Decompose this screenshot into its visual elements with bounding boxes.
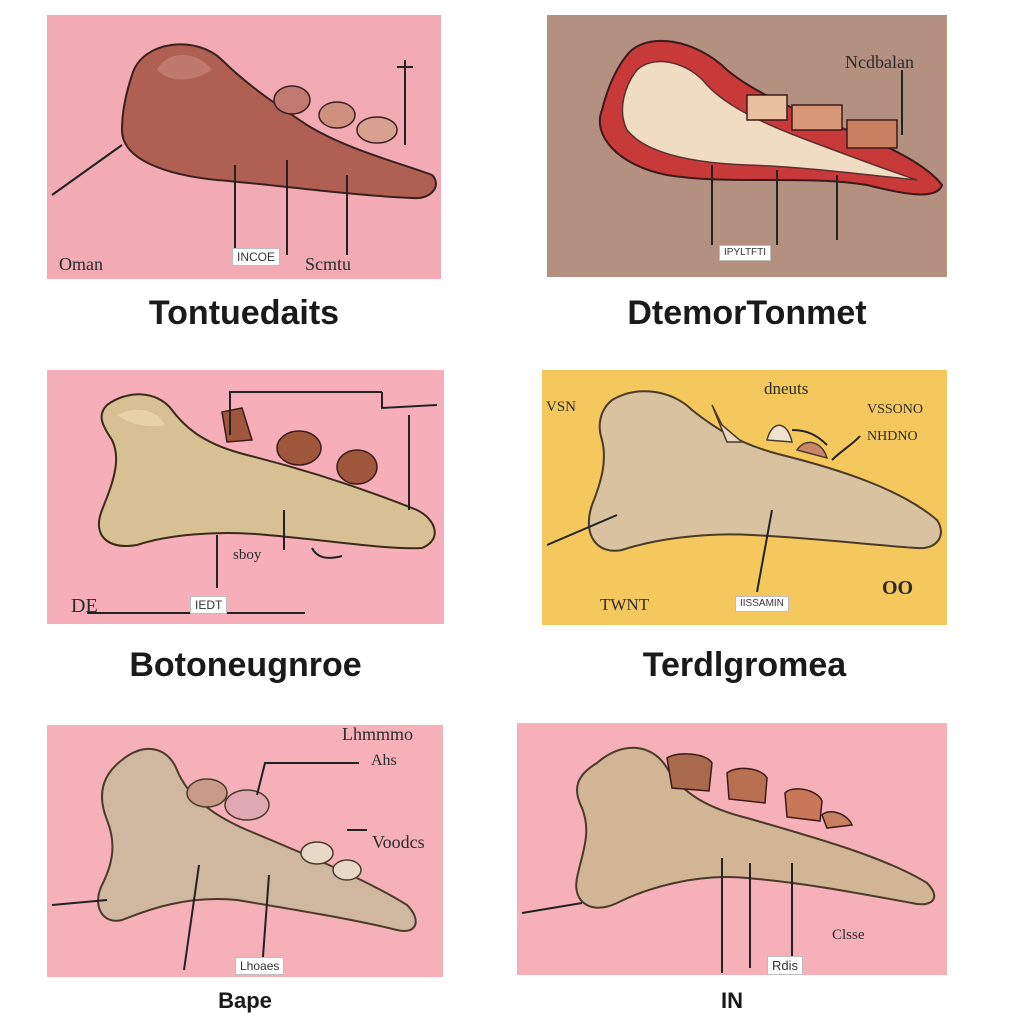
- panel-3: DE IEDT sboy: [47, 370, 444, 624]
- label-box: INCOE: [232, 248, 281, 266]
- label-box: IEDT: [190, 596, 228, 614]
- caption-panel-2: DtemorTonmet: [627, 294, 867, 332]
- caption-panel-6: IN: [721, 988, 743, 1013]
- label-right: Clsse: [832, 927, 865, 943]
- label-top-mid: dneuts: [764, 379, 809, 398]
- label-mid: sboy: [233, 547, 262, 563]
- label-top-left: VSN: [546, 399, 577, 415]
- panel-4: VSN dneuts VSSONO NHDNO TWNT IISSAMIN OO: [542, 370, 947, 625]
- panel-1: Oman INCOE Scmtu: [47, 15, 441, 279]
- caption-panel-4: Terdlgromea: [642, 646, 847, 684]
- caption-panel-5: Bape: [218, 988, 272, 1013]
- jaw-cross-section-illustration: [598, 39, 944, 245]
- label-box: Lhoaes: [235, 957, 285, 975]
- label-right-1: VSSONO: [867, 402, 924, 417]
- label-bottom-right: OO: [882, 577, 914, 599]
- label-mid: Ahs: [371, 752, 397, 769]
- tongue-illustration: [51, 43, 437, 255]
- label-top-right: Lhmmmo: [342, 725, 413, 744]
- label-right: Scmtu: [305, 254, 352, 274]
- bone-illustration: [546, 390, 942, 593]
- bone-illustration: [521, 746, 936, 973]
- bone-illustration: [51, 747, 417, 971]
- label-left: DE: [71, 595, 98, 617]
- panel-6: Rdis Clsse: [517, 723, 947, 975]
- label-mid-right: Voodcs: [372, 832, 425, 852]
- panel-5: Lhmmmo Ahs Voodcs Lhoaes: [47, 725, 443, 977]
- label-right-2: NHDNO: [867, 429, 918, 444]
- label-box: IISSAMIN: [735, 596, 789, 612]
- label-bottom-left: TWNT: [600, 595, 650, 614]
- label-box: Rdis: [767, 956, 804, 975]
- panel-2: Ncdbalan IPYLTFTI: [547, 15, 947, 277]
- bone-illustration: [87, 391, 438, 614]
- label-left: Oman: [59, 254, 103, 274]
- caption-panel-1: Tontuedaits: [148, 294, 340, 332]
- label-top-right: Ncdbalan: [845, 52, 914, 72]
- label-box: IPYLTFTI: [719, 245, 772, 261]
- caption-panel-3: Botoneugnroe: [129, 646, 362, 684]
